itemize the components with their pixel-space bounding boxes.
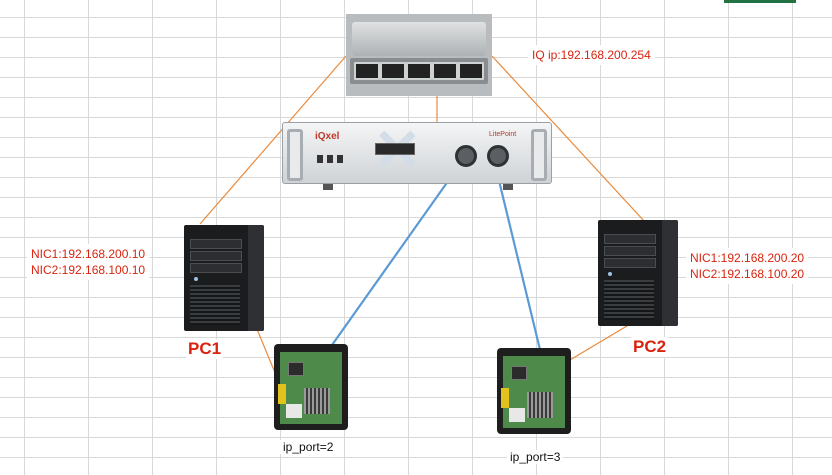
pc2-tower-image xyxy=(598,220,678,326)
switch-ip-label: IQ ip:192.168.200.254 xyxy=(528,45,655,65)
selected-cell-marker xyxy=(724,0,796,3)
iq-brand-text: LitePoint xyxy=(489,131,517,138)
network-switch-image xyxy=(346,14,492,96)
dut1-board-image xyxy=(274,344,348,430)
pc1-name: PC1 xyxy=(186,339,224,359)
rf-cable-dut2 xyxy=(492,159,545,363)
pc1-tower-image xyxy=(184,225,264,331)
ethernet-switch-pc1 xyxy=(199,55,347,225)
iq-logo-text: iQxel xyxy=(315,131,340,142)
pc1-nic1-label: NIC1:192.168.200.10 xyxy=(31,247,146,261)
pc1-nic2-label: NIC2:192.168.100.10 xyxy=(31,263,146,277)
pc1-nic-labels: NIC1:192.168.200.10 NIC2:192.168.100.10 xyxy=(27,244,150,280)
pc2-name: PC2 xyxy=(631,337,669,357)
rf-port-1 xyxy=(455,145,477,167)
dut1-port-label: ip_port=2 xyxy=(280,440,337,454)
pc2-nic2-label: NIC2:192.168.100.20 xyxy=(690,267,805,281)
rf-cable-dut1 xyxy=(319,159,464,363)
pc2-nic-labels: NIC1:192.168.200.20 NIC2:192.168.100.20 xyxy=(686,248,809,284)
iq-tester-image: ✕ iQxel LitePoint xyxy=(282,121,552,190)
ethernet-switch-pc2 xyxy=(491,55,646,223)
dut2-board-image xyxy=(497,348,571,434)
pc2-nic1-label: NIC1:192.168.200.20 xyxy=(690,251,805,265)
dut2-port-label: ip_port=3 xyxy=(507,450,564,464)
rf-port-2 xyxy=(487,145,509,167)
